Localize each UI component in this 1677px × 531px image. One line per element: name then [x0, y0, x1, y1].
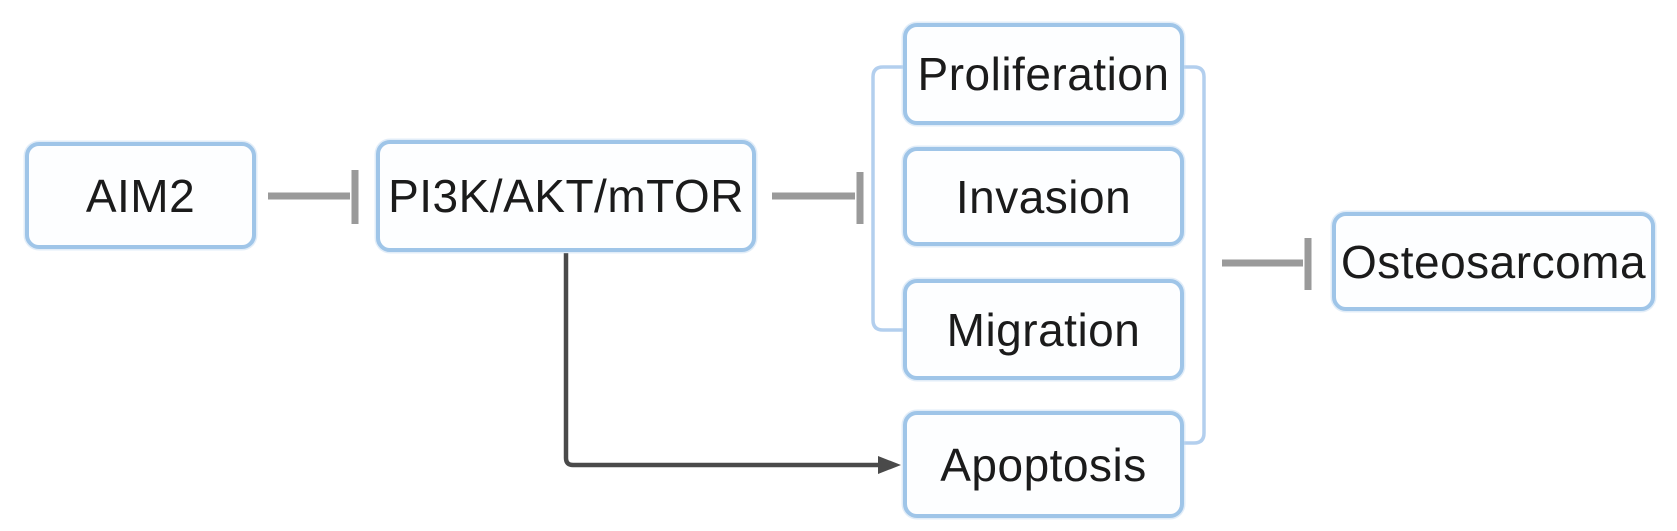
- node-proliferation: Proliferation: [903, 23, 1184, 125]
- activation-arrow-pi3k-to-apoptosis: [563, 253, 901, 474]
- node-migration: Migration: [903, 279, 1184, 380]
- right-group-bracket: [1184, 65, 1206, 445]
- node-apoptosis-label: Apoptosis: [940, 438, 1147, 491]
- node-migration-label: Migration: [946, 303, 1141, 356]
- node-apoptosis: Apoptosis: [903, 411, 1184, 518]
- node-osteosarcoma: Osteosarcoma: [1332, 212, 1655, 311]
- node-pi3k-akt-mtor: PI3K/AKT/mTOR: [376, 140, 756, 252]
- left-group-bracket: [871, 65, 903, 332]
- node-invasion-label: Invasion: [955, 170, 1132, 223]
- inhibition-connector-pi3k-to-group: [772, 172, 864, 224]
- inhibition-connector-group-to-osteosarcoma: [1222, 238, 1312, 290]
- inhibition-connector-aim2-to-pi3k: [268, 170, 359, 224]
- node-aim2: AIM2: [25, 142, 256, 249]
- node-invasion: Invasion: [903, 147, 1184, 246]
- node-aim2-label: AIM2: [85, 169, 196, 222]
- node-osteosarcoma-label: Osteosarcoma: [1340, 235, 1647, 288]
- node-pi3k-akt-mtor-label: PI3K/AKT/mTOR: [388, 170, 744, 222]
- node-proliferation-label: Proliferation: [917, 48, 1170, 100]
